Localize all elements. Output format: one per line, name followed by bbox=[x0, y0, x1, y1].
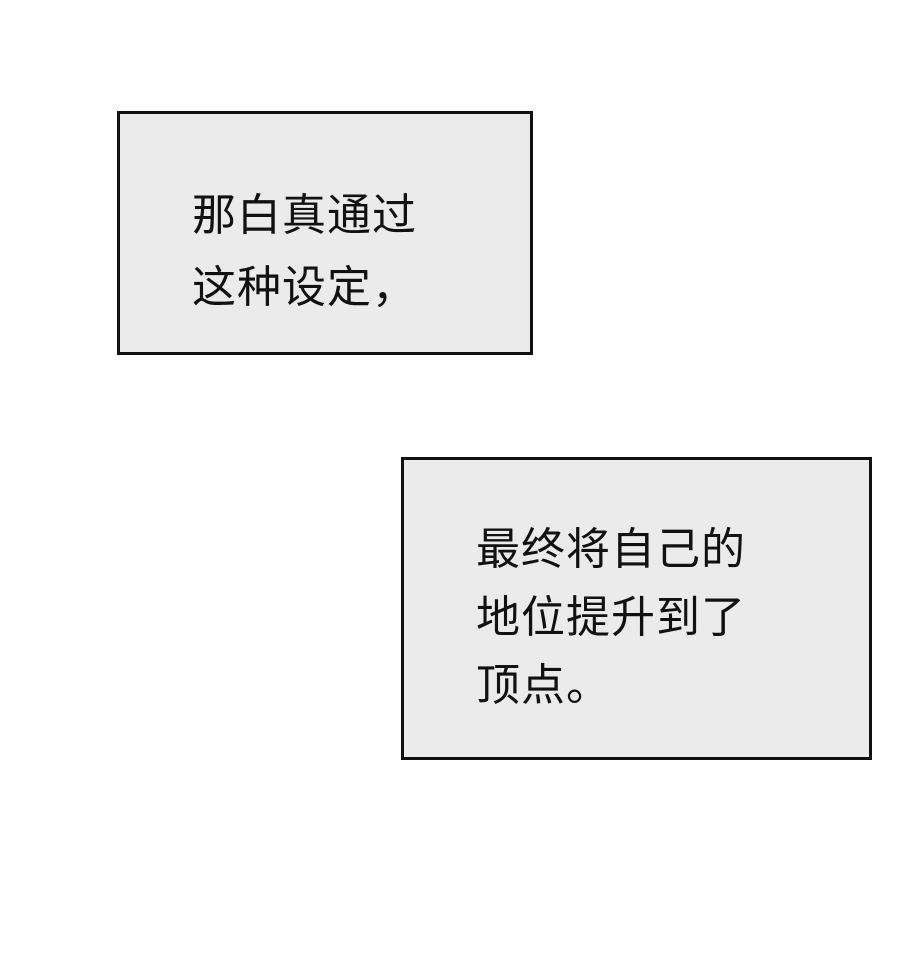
caption-line: 顶点。 bbox=[476, 660, 611, 711]
caption-line: 最终将自己的 bbox=[476, 524, 746, 575]
caption-line: 地位提升到了 bbox=[476, 592, 746, 643]
caption-box-1: 那白真通过 这种设定， bbox=[117, 111, 533, 355]
caption-box-2: 最终将自己的 地位提升到了 顶点。 bbox=[401, 457, 872, 760]
caption-line: 这种设定， bbox=[192, 262, 417, 313]
caption-line: 那白真通过 bbox=[192, 190, 417, 241]
